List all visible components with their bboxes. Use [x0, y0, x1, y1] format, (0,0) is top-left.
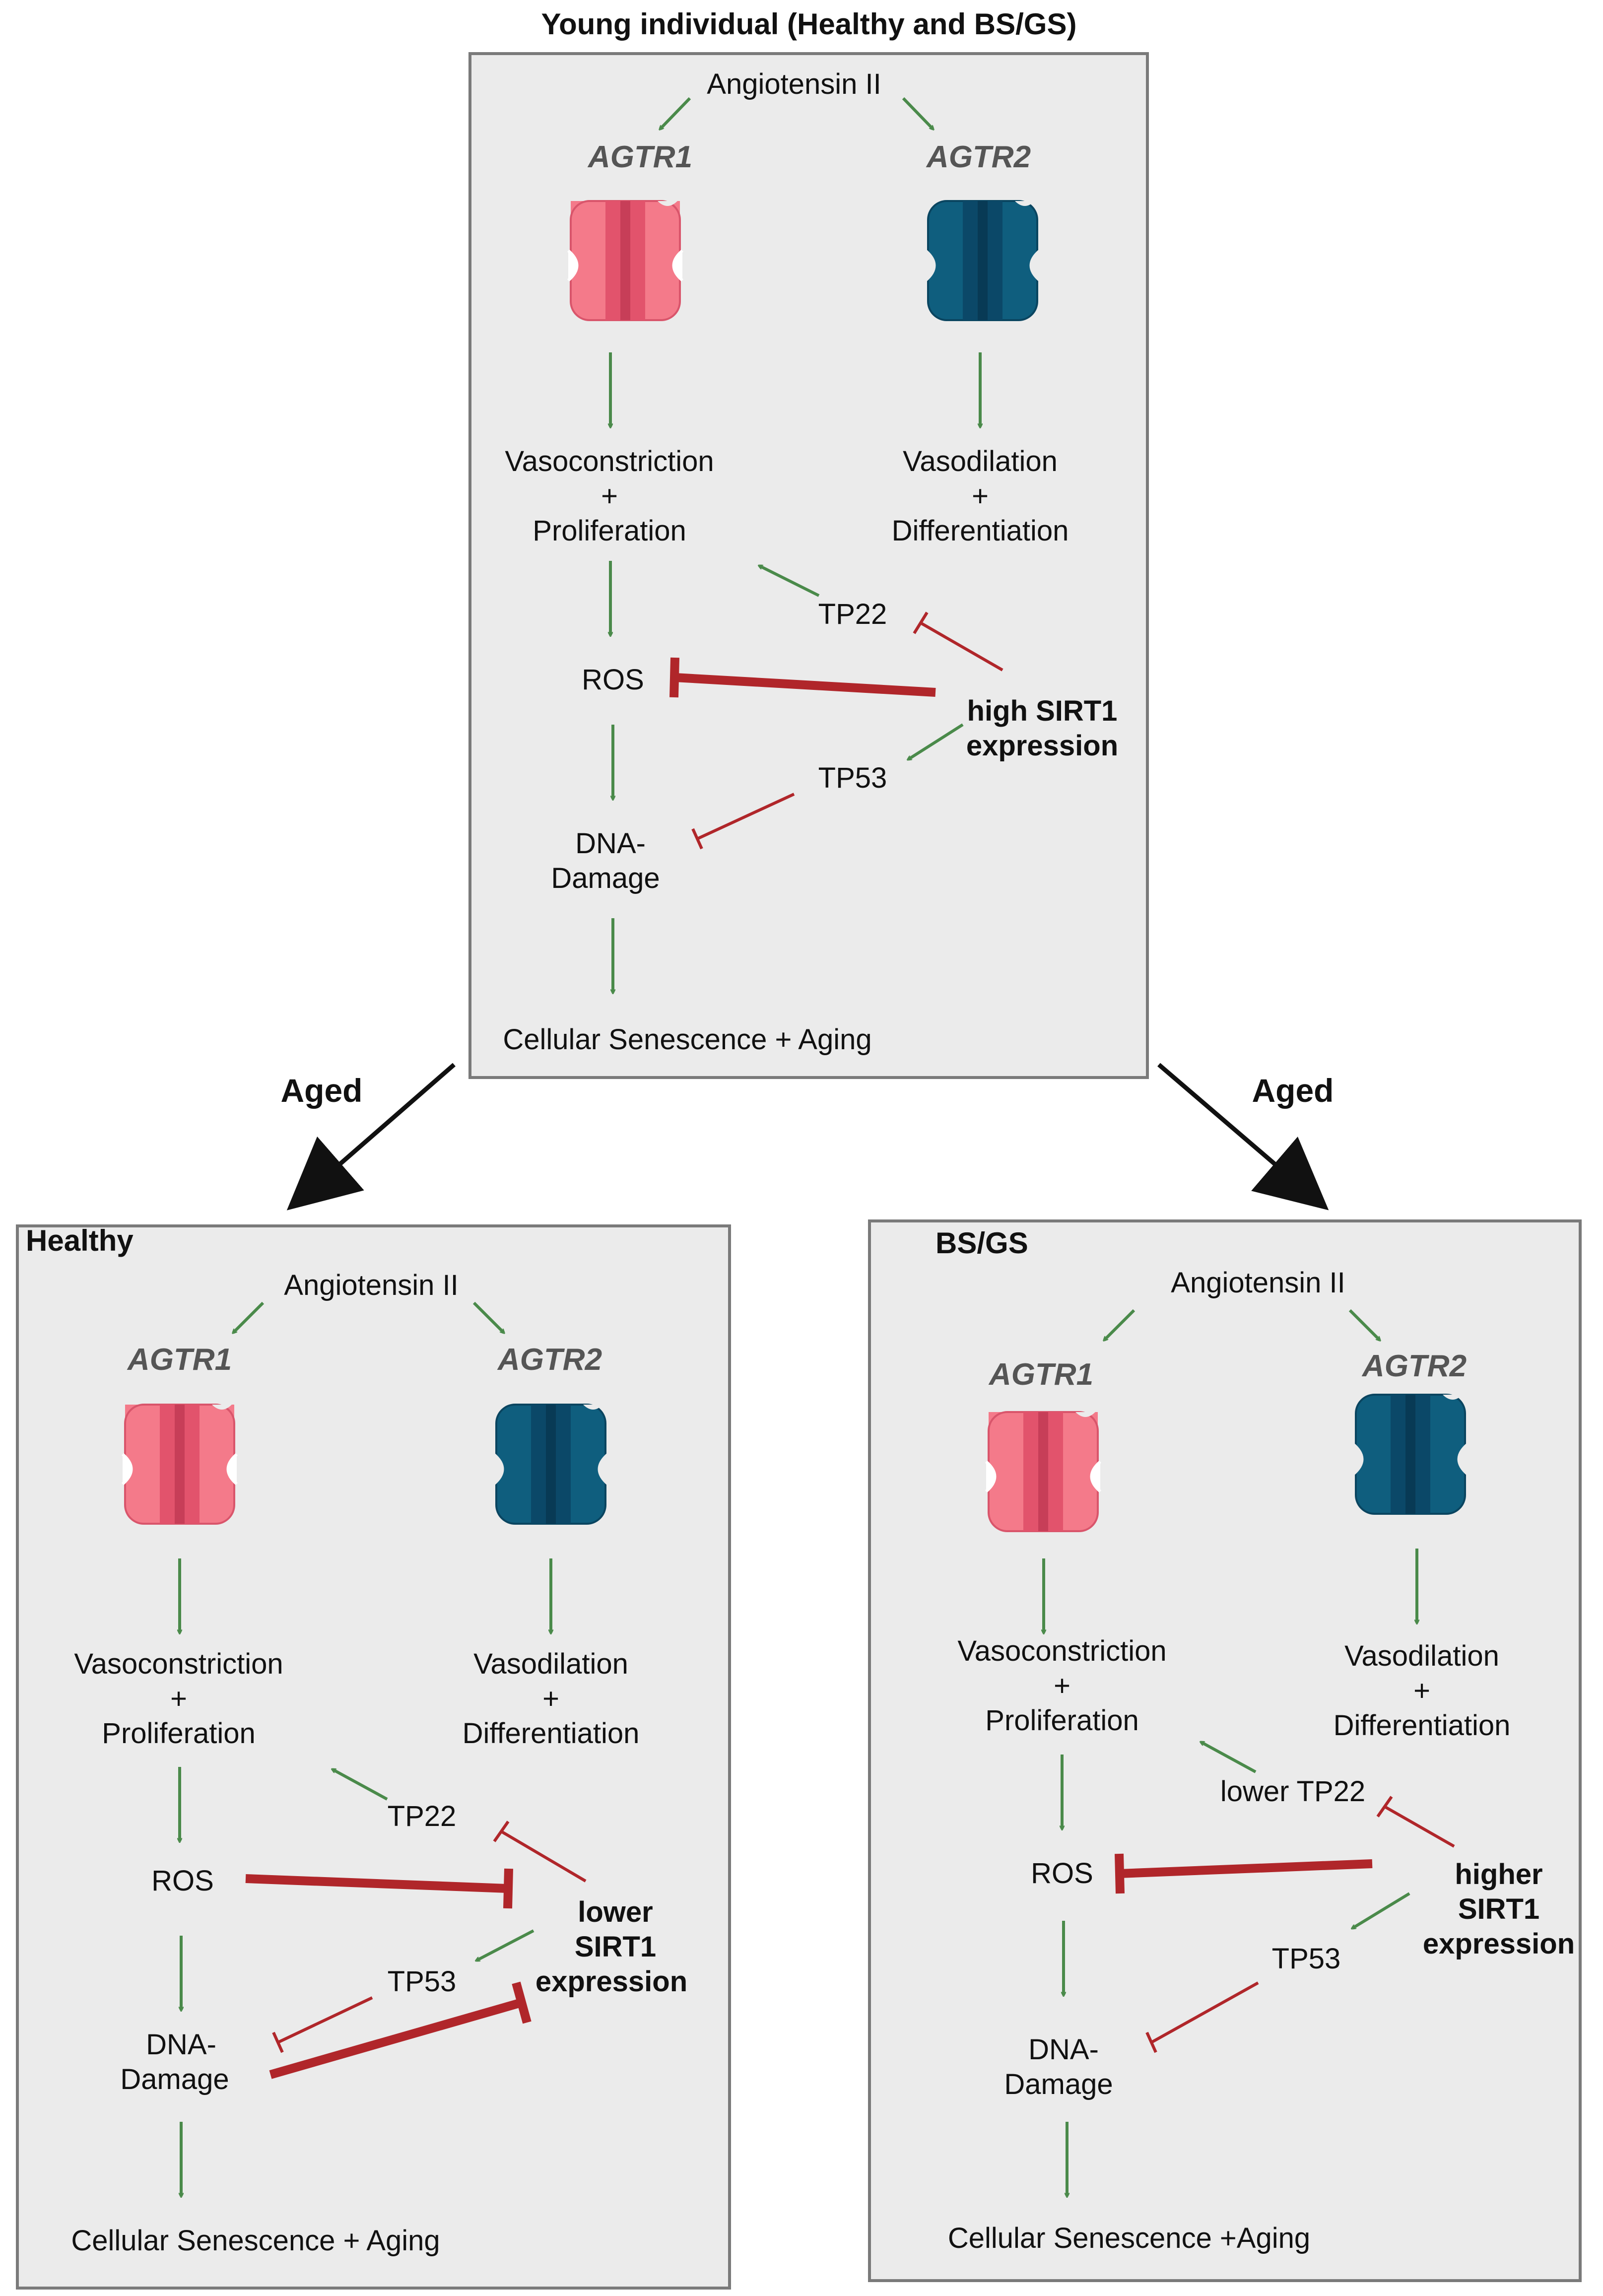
healthy-pathway [123, 1301, 608, 2196]
healthy-agtr1-label: AGTR1 [127, 1343, 232, 1377]
healthy-agtr2-label: AGTR2 [497, 1343, 602, 1377]
young-sirt1-line1: high SIRT1 [967, 695, 1118, 727]
bsgs-effect2-line2: + [1413, 1675, 1430, 1707]
bsgs-sirt1-line1: higher [1455, 1858, 1543, 1891]
agtr1-receptor-icon [568, 201, 682, 320]
bsgs-panel-label: BS/GS [935, 1226, 1028, 1260]
young-sirt1-line2: expression [966, 730, 1119, 762]
young-tp53-label: TP53 [818, 762, 887, 794]
healthy-effect2-line3: Differentiation [462, 1717, 640, 1750]
young-effect1-line2: + [601, 480, 618, 512]
young-tp22-label: TP22 [818, 598, 887, 630]
healthy-outcome-label: Cellular Senescence + Aging [71, 2225, 440, 2257]
bsgs-effect1-line1: Vasoconstriction [957, 1635, 1167, 1667]
young-pathway [568, 97, 1040, 993]
bsgs-agtr1-label: AGTR1 [989, 1357, 1094, 1392]
young-effect2-line1: Vasodilation [903, 445, 1058, 477]
bsgs-panel [868, 1219, 1582, 2282]
bsgs-tp22-label: lower TP22 [1220, 1775, 1366, 1808]
aged-label-right: Aged [1252, 1072, 1334, 1109]
young-outcome-label: Cellular Senescence + Aging [503, 1023, 872, 1056]
young-effect2-line2: + [972, 480, 989, 512]
bsgs-ros-label: ROS [1031, 1857, 1093, 1890]
young-agtr2-label: AGTR2 [926, 140, 1031, 174]
healthy-dna-line2: Damage [120, 2063, 229, 2095]
healthy-sirt1-line2: SIRT1 [574, 1931, 657, 1963]
agtr2-receptor-icon [494, 1405, 608, 1524]
bsgs-effect1-line2: + [1054, 1670, 1070, 1702]
bsgs-effect2-line1: Vasodilation [1344, 1640, 1499, 1672]
healthy-effect1-line1: Vasoconstriction [74, 1648, 283, 1680]
healthy-ligand-label: Angiotensin II [284, 1269, 459, 1301]
healthy-effect2-line1: Vasodilation [473, 1648, 628, 1680]
bsgs-dna-line1: DNA- [1028, 2033, 1099, 2066]
young-effect2-line3: Differentiation [891, 515, 1069, 547]
young-effect1-line1: Vasoconstriction [505, 445, 714, 477]
bsgs-pathway [986, 1309, 1468, 2196]
bsgs-tp53-label: TP53 [1271, 1943, 1341, 1975]
healthy-sirt1-line3: expression [535, 1965, 688, 1998]
healthy-effect1-line2: + [170, 1683, 187, 1715]
aged-label-left: Aged [280, 1072, 363, 1109]
bsgs-effect1-line3: Proliferation [985, 1704, 1139, 1737]
healthy-panel [16, 1224, 731, 2290]
healthy-ros-label: ROS [151, 1865, 214, 1897]
agtr2-receptor-icon [1353, 1395, 1468, 1514]
healthy-sirt1-line1: lower [578, 1896, 653, 1928]
young-agtr1-label: AGTR1 [588, 140, 693, 174]
healthy-tp53-label: TP53 [387, 1965, 457, 1998]
young-ros-label: ROS [582, 664, 644, 696]
aged-arrow-right [1157, 1063, 1329, 1211]
young-dna-line1: DNA- [575, 827, 646, 860]
healthy-effect2-line2: + [542, 1683, 559, 1715]
agtr1-receptor-icon [986, 1412, 1100, 1531]
bsgs-ligand-label: Angiotensin II [1171, 1267, 1345, 1299]
bsgs-dna-line2: Damage [1004, 2068, 1113, 2100]
bsgs-effect2-line3: Differentiation [1333, 1709, 1511, 1742]
young-effect1-line3: Proliferation [533, 515, 686, 547]
bsgs-sirt1-line2: SIRT1 [1458, 1893, 1540, 1925]
aged-arrow-left [286, 1063, 456, 1211]
agtr2-receptor-icon [926, 201, 1040, 320]
healthy-tp22-label: TP22 [387, 1800, 457, 1832]
healthy-effect1-line3: Proliferation [102, 1717, 256, 1750]
young-ligand-label: Angiotensin II [707, 68, 881, 100]
figure-title: Young individual (Healthy and BS/GS) [541, 7, 1077, 41]
healthy-panel-label: Healthy [26, 1224, 134, 1257]
bsgs-outcome-label: Cellular Senescence +Aging [947, 2222, 1311, 2254]
bsgs-sirt1-line3: expression [1422, 1928, 1575, 1960]
young-dna-line2: Damage [551, 862, 660, 894]
healthy-dna-line1: DNA- [146, 2028, 216, 2061]
agtr1-receptor-icon [123, 1405, 237, 1524]
bsgs-agtr2-label: AGTR2 [1362, 1349, 1467, 1383]
